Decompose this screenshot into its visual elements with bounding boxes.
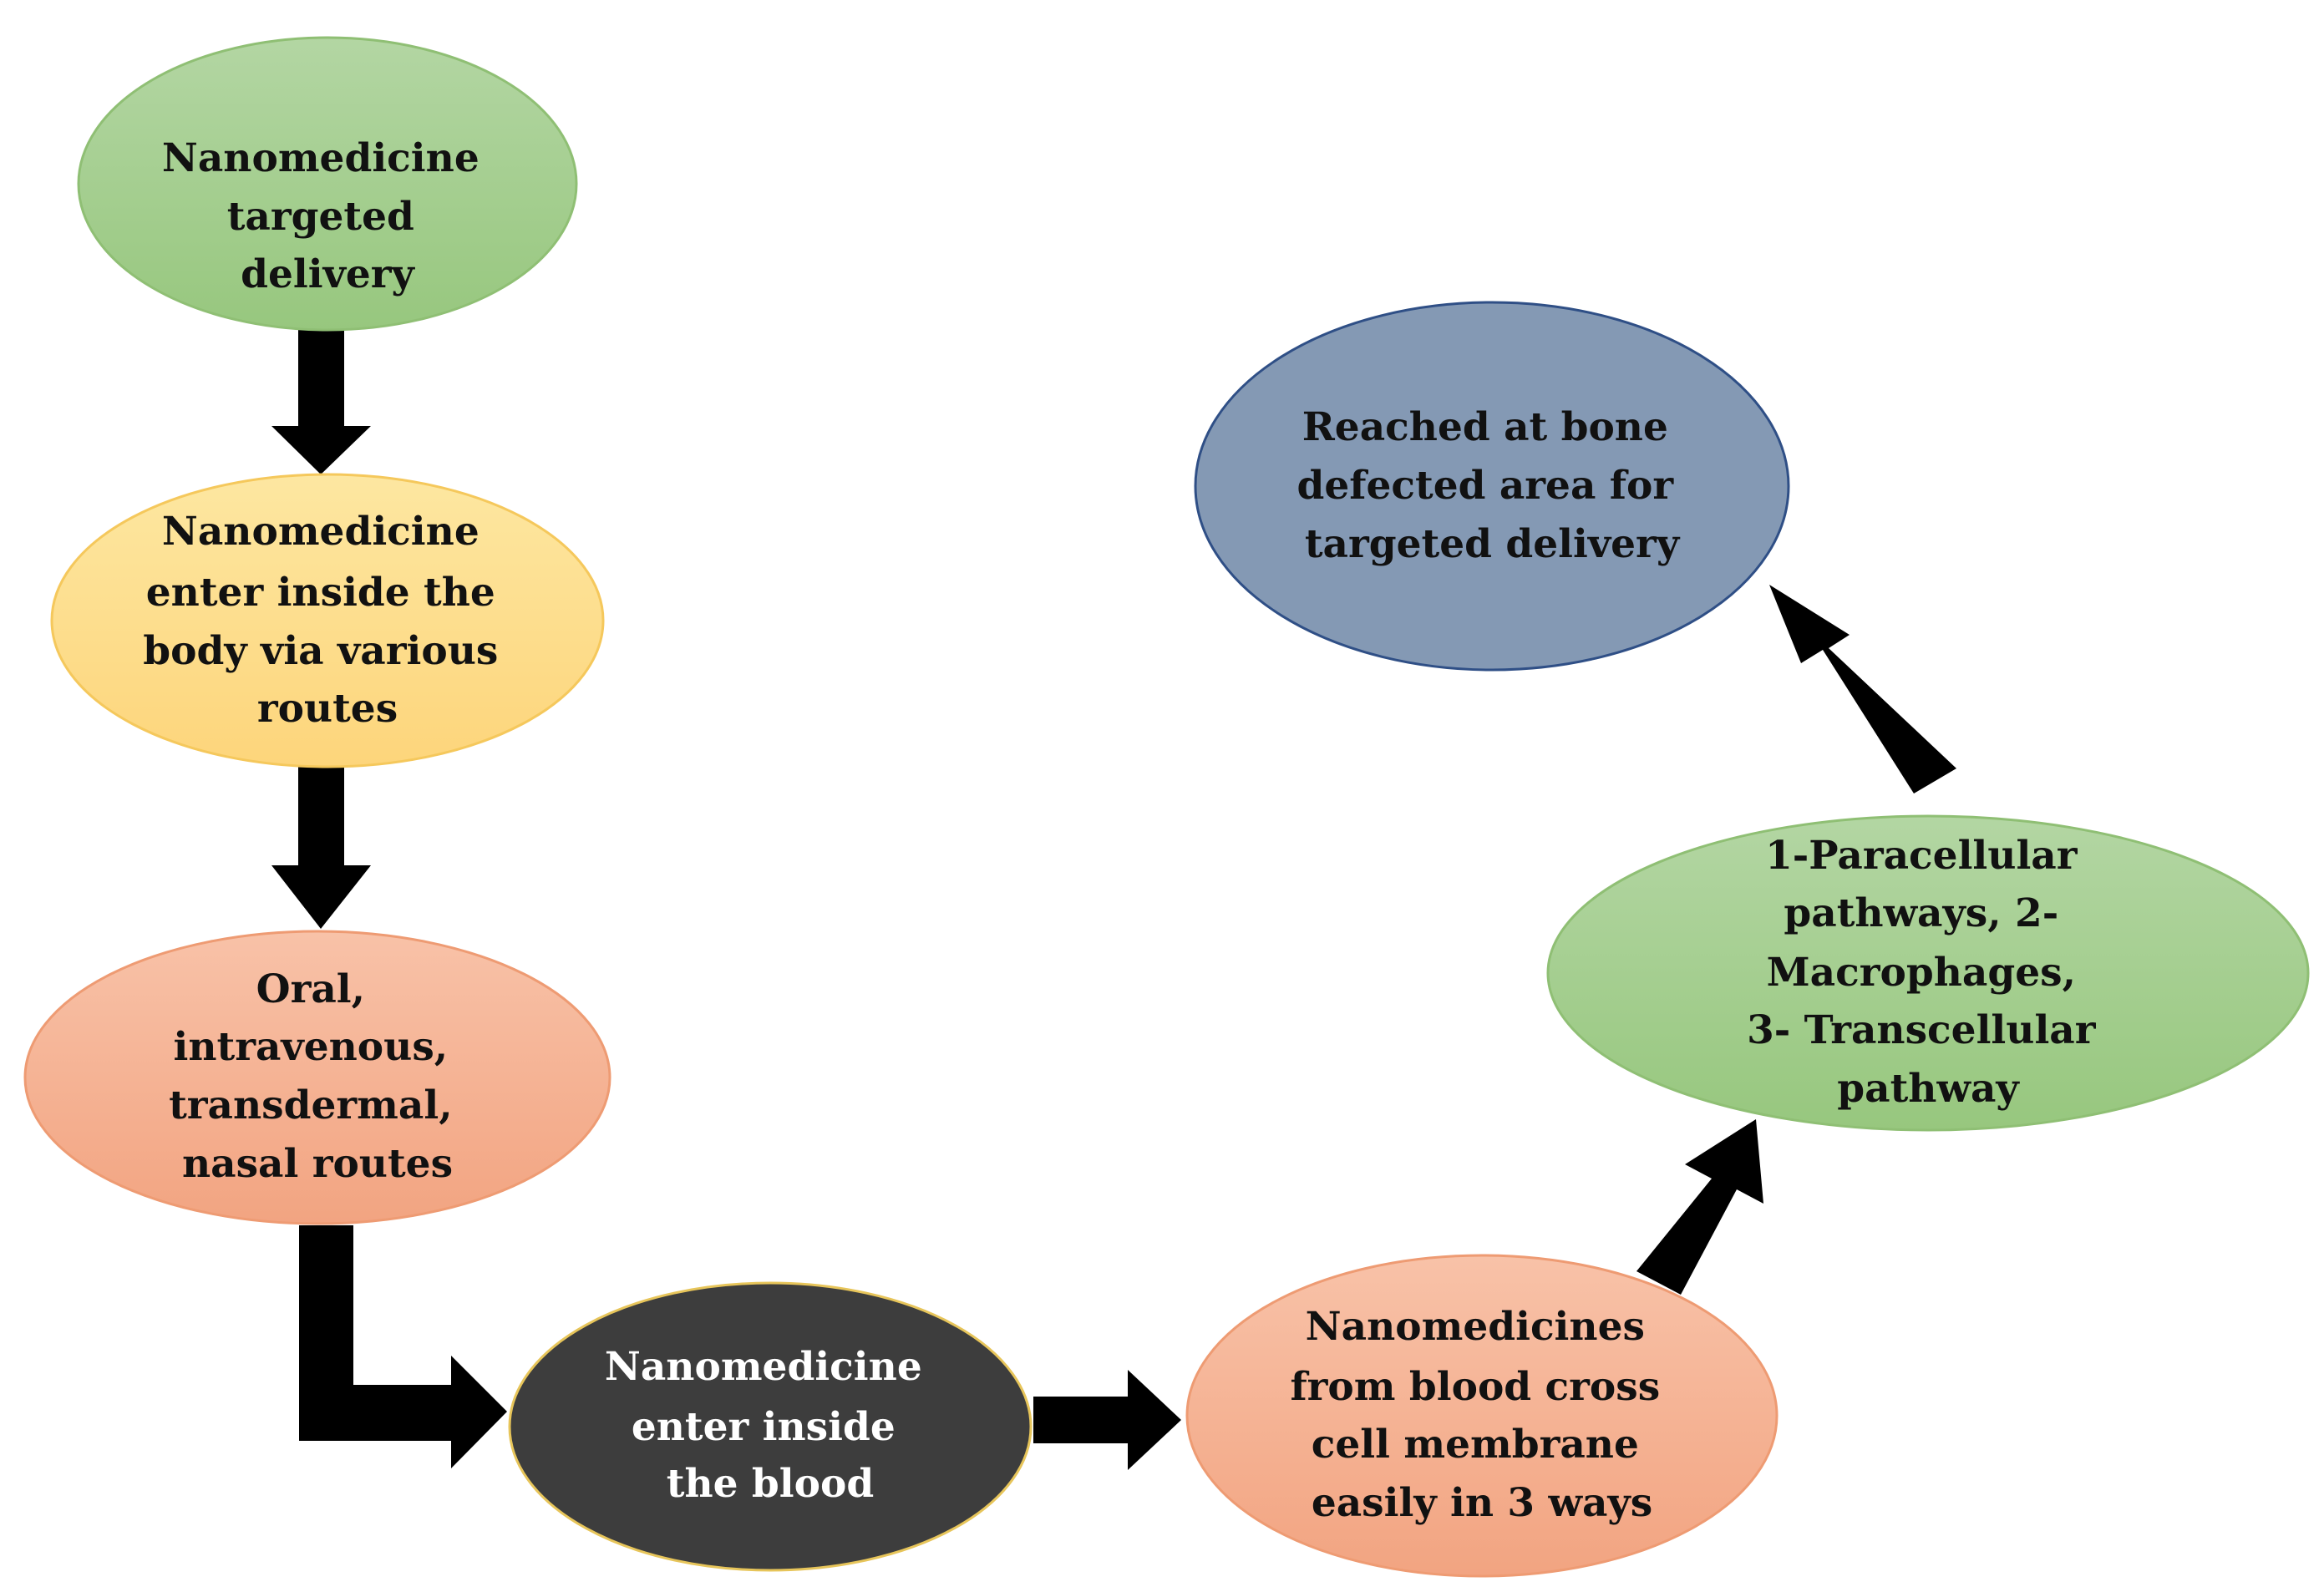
node-text-line: Oral, xyxy=(256,966,365,1012)
node-text-line: Reached at bone xyxy=(1302,404,1668,450)
node-text-line: targeted xyxy=(227,194,414,240)
node-routes: Oral, intravenous, transdermal, nasal ro… xyxy=(23,930,611,1225)
node-enter-body-shape xyxy=(50,473,605,768)
node-text-line: 1-Paracellular xyxy=(1765,833,2078,879)
node-cross-membrane-shape xyxy=(1185,1254,1779,1578)
node-text-line: enter inside xyxy=(632,1404,896,1450)
node-text-line: pathways, 2- xyxy=(1784,890,2058,936)
node-text-line: the blood xyxy=(667,1461,874,1507)
node-text-line: pathway xyxy=(1837,1066,2020,1112)
node-pathways-label: 1-Paracellular pathways, 2- Macrophages,… xyxy=(1747,833,2109,1112)
node-targeted-delivery-label: Nanomedicine targeted delivery xyxy=(162,135,493,297)
node-cross-membrane-label: Nanomedicines from blood cross cell memb… xyxy=(1290,1304,1673,1526)
arrow-routes-to-blood xyxy=(299,1225,507,1468)
node-text-line: Nanomedicine xyxy=(605,1344,922,1390)
node-text-line: routes xyxy=(257,686,398,732)
node-text-line: intravenous, xyxy=(173,1024,448,1070)
node-text-line: 3- Transcellular xyxy=(1747,1007,2097,1053)
node-text-line: from blood cross xyxy=(1290,1364,1660,1410)
node-bone-defect-shape xyxy=(1194,301,1790,672)
node-text-line: Nanomedicine xyxy=(162,509,480,555)
node-pathways: 1-Paracellular pathways, 2- Macrophages,… xyxy=(1546,814,2310,1132)
node-text-line: body via various xyxy=(143,628,498,674)
node-text-line: cell membrane xyxy=(1312,1422,1639,1468)
node-text-line: Macrophages, xyxy=(1767,950,2076,996)
node-targeted-delivery: Nanomedicine targeted delivery xyxy=(77,36,578,332)
node-pathways-shape xyxy=(1546,814,2310,1132)
arrow-targeted-to-body xyxy=(271,326,371,474)
node-bone-defect: Reached at bone defected area for target… xyxy=(1194,301,1790,672)
node-text-line: delivery xyxy=(241,251,415,297)
node-enter-body-label: Nanomedicine enter inside the body via v… xyxy=(143,509,511,732)
node-enter-blood: Nanomedicine enter inside the blood xyxy=(508,1281,1033,1572)
node-enter-blood-shape xyxy=(508,1281,1033,1572)
node-text-line: nasal routes xyxy=(182,1141,453,1187)
node-routes-shape xyxy=(23,930,611,1225)
arrow-pathways-to-bone xyxy=(1769,585,1956,793)
node-text-line: defected area for xyxy=(1297,463,1675,509)
node-bone-defect-label: Reached at bone defected area for target… xyxy=(1297,404,1687,567)
node-enter-blood-label: Nanomedicine enter inside the blood xyxy=(605,1344,936,1507)
node-enter-body: Nanomedicine enter inside the body via v… xyxy=(50,473,605,768)
node-text-line: targeted delivery xyxy=(1305,521,1681,567)
node-cross-membrane: Nanomedicines from blood cross cell memb… xyxy=(1185,1254,1779,1578)
arrow-body-to-routes xyxy=(271,764,371,929)
arrow-membrane-to-pathways xyxy=(1636,1119,1763,1295)
node-text-line: Nanomedicines xyxy=(1306,1304,1645,1350)
node-targeted-delivery-shape xyxy=(77,36,578,332)
node-routes-label: Oral, intravenous, transdermal, nasal ro… xyxy=(169,966,466,1187)
node-text-line: easily in 3 ways xyxy=(1312,1480,1652,1526)
node-text-line: enter inside the xyxy=(146,570,495,616)
node-text-line: transdermal, xyxy=(169,1082,453,1128)
arrow-blood-to-membrane xyxy=(1033,1370,1181,1470)
node-text-line: Nanomedicine xyxy=(162,135,480,181)
arrows xyxy=(271,326,1956,1470)
